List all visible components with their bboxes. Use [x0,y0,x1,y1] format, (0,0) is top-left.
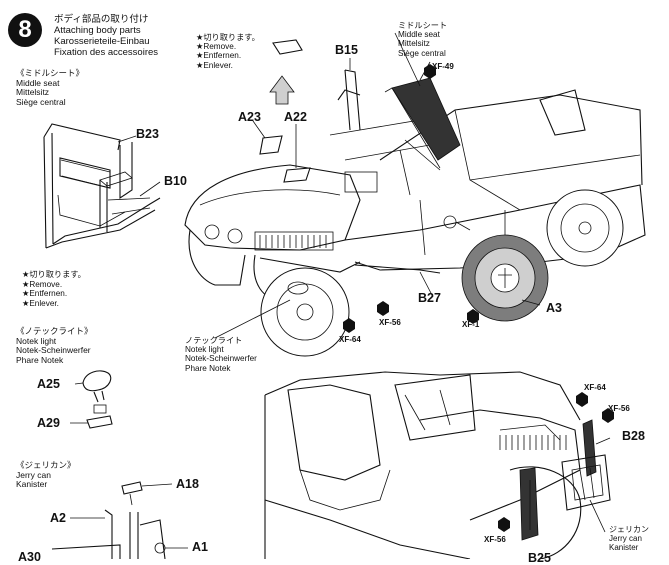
step-title: ボディ部品の取り付け Attaching body parts Karosser… [54,14,158,58]
remove-note-fr: ★Enlever. [196,60,233,70]
paint-code-xf64-closeup: XF-64 [584,383,606,392]
jerrycan-section-en: Jerry can [16,469,51,480]
part-label-b23: B23 [136,127,159,141]
step-number-badge: 8 [8,13,42,47]
jerrycan-callout-de: Kanister [609,543,639,552]
part-label-a29: A29 [37,416,60,430]
part-label-b28: B28 [622,429,645,443]
part-label-a2: A2 [50,511,66,525]
remove-note-en: ★Remove. [196,42,237,52]
part-label-b15: B15 [335,43,358,57]
notek-section-fr: Phare Notek [16,354,64,365]
notek-callout-jp: ノテックライト [185,336,243,345]
part-label-a18: A18 [176,477,199,491]
notek-callout-fr: Phare Notek [185,363,231,373]
remove-note-left-jp: ★切り取ります。 [22,270,86,279]
middle-seat-section-header: 《ミドルシート》 Middle seat Mittelsitz Siège ce… [16,68,85,107]
part-label-a23: A23 [238,110,261,124]
step-title-fr: Fixation des accessoires [54,47,159,58]
notek-section-en: Notek light [16,335,57,346]
part-label-b10: B10 [164,174,187,188]
paint-markers [343,64,614,532]
notek-callout: ノテックライト Notek light Notek-Scheinwerfer P… [185,336,257,373]
kubelwagen-illustration [184,39,646,357]
middle-seat-section-de: Mittelsitz [16,87,50,98]
part-label-b27: B27 [418,291,441,305]
part-label-a3: A3 [546,301,562,315]
middle-seat-callout-en: Middle seat [398,30,440,40]
notek-callout-de: Notek-Scheinwerfer [185,354,257,364]
jerrycan-callout-en: Jerry can [609,534,642,543]
part-label-a1: A1 [192,540,208,554]
remove-note-left: ★切り取ります。 ★Remove. ★Entfernen. ★Enlever. [22,270,86,308]
remove-note-jp: ★切り取ります。 [196,33,260,42]
notek-callout-en: Notek light [185,345,224,355]
remove-note-top: ★切り取ります。 ★Remove. ★Entfernen. ★Enlever. [196,33,260,70]
jerrycan-section-de: Kanister [16,479,48,490]
middle-seat-section-jp: 《ミドルシート》 [16,68,85,78]
part-label-b25: B25 [528,551,551,565]
notek-section-header: 《ノテックライト》 Notek light Notek-Scheinwerfer… [16,326,93,365]
notek-parts-illustration [82,370,113,429]
jerrycan-section-header: 《ジェリカン》 Jerry can Kanister [16,460,76,490]
part-label-a22: A22 [284,110,307,124]
remove-note-left-de: ★Entfernen. [22,289,68,299]
jerrycan-parts-illustration [51,481,166,559]
step-title-de: Karosserieteile-Einbau [54,36,150,47]
step-title-en: Attaching body parts [54,25,141,36]
paint-code-xf1: XF-1 [462,320,480,329]
paint-code-xf64-car: XF-64 [339,335,361,344]
part-label-a25: A25 [37,377,60,391]
remove-note-de: ★Entfernen. [196,51,242,61]
body-closeup-illustration [264,371,611,559]
paint-code-xf56-car: XF-56 [379,318,401,327]
jerrycan-callout: ジェリカン Jerry can Kanister [609,525,649,552]
leader-lines [70,32,611,549]
step-title-jp: ボディ部品の取り付け [54,14,149,25]
middle-seat-section-en: Middle seat [16,77,60,88]
middle-seat-callout: ミドルシート Middle seat Mittelsitz Siège cent… [398,21,447,58]
remove-note-left-fr: ★Enlever. [22,298,59,308]
jerrycan-section-jp: 《ジェリカン》 [16,460,76,470]
remove-note-left-en: ★Remove. [22,279,63,289]
notek-section-jp: 《ノテックライト》 [16,326,93,336]
middle-seat-frame-illustration [43,123,161,249]
paint-code-xf49: XF-49 [432,62,454,71]
paint-code-xf56-bottom: XF-56 [484,535,506,544]
notek-section-de: Notek-Scheinwerfer [16,345,91,356]
middle-seat-section-fr: Siège central [16,96,66,107]
middle-seat-callout-de: Mittelsitz [398,39,430,49]
paint-code-xf56-closeup: XF-56 [608,404,630,413]
middle-seat-callout-jp: ミドルシート [398,21,448,30]
middle-seat-callout-fr: Siège central [398,48,446,58]
part-label-a30: A30 [18,550,41,564]
jerrycan-callout-jp: ジェリカン [609,525,649,534]
